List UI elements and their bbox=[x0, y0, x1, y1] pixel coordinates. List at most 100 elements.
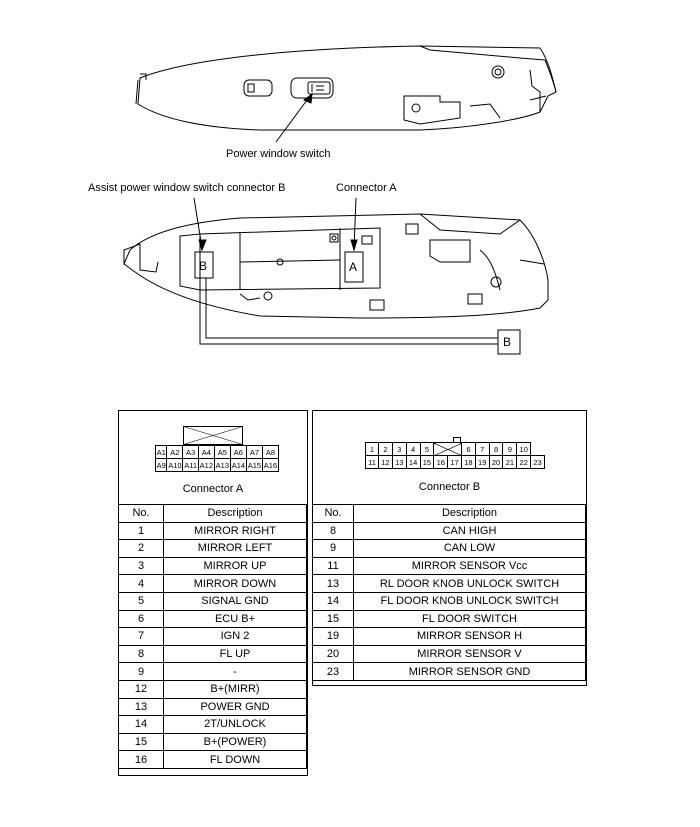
column-header-no: No. bbox=[312, 504, 354, 523]
pin-number: 9 bbox=[312, 539, 354, 558]
pin-description: MIRROR SENSOR V bbox=[353, 644, 586, 664]
pin-description: MIRROR LEFT bbox=[163, 539, 307, 558]
pin-number: 20 bbox=[312, 644, 354, 664]
pin-number: 16 bbox=[118, 750, 164, 769]
pin-description: POWER GND bbox=[163, 697, 307, 717]
pin-description: MIRROR SENSOR GND bbox=[353, 662, 586, 681]
connector-pin-cell: 9 bbox=[502, 442, 518, 456]
pin-number: 4 bbox=[118, 574, 164, 593]
connector-a-latch bbox=[183, 426, 243, 445]
connector-pin-cell: 22 bbox=[516, 455, 532, 469]
connector-pin-cell: 6 bbox=[460, 442, 476, 456]
connector-pin-cell: A10 bbox=[166, 458, 184, 472]
harness-wire-inner bbox=[205, 278, 498, 339]
connector-pin-cell: 12 bbox=[378, 455, 393, 469]
pin-description: FL DOWN bbox=[163, 750, 307, 769]
pin-description: CAN HIGH bbox=[353, 521, 586, 541]
pin-number: 8 bbox=[118, 644, 164, 664]
connector-pin-cell: A12 bbox=[197, 458, 215, 472]
pin-description: RL DOOR KNOB UNLOCK SWITCH bbox=[353, 574, 586, 593]
pin-number: 1 bbox=[118, 521, 164, 541]
pin-description: - bbox=[163, 662, 307, 681]
connector-pin-cell: A9 bbox=[154, 458, 168, 472]
connector-pin-cell: A13 bbox=[213, 458, 231, 472]
connector-b-plug-letter: B bbox=[503, 335, 512, 349]
connector-pin-cell: 8 bbox=[488, 442, 504, 456]
connector-b-caption: Connector B bbox=[418, 481, 481, 493]
pin-number: 5 bbox=[118, 591, 164, 611]
pin-description: FL UP bbox=[163, 644, 307, 664]
column-header-no: No. bbox=[118, 504, 164, 523]
door-trim-bottom-view bbox=[123, 213, 549, 319]
connector-pin-cell: A5 bbox=[213, 445, 231, 459]
pin-number: 6 bbox=[118, 609, 164, 629]
connector-pin-cell: A7 bbox=[245, 445, 263, 459]
connector-pin-cell: 2 bbox=[378, 442, 393, 456]
table-row: 9- bbox=[118, 662, 307, 681]
pin-description: MIRROR SENSOR H bbox=[353, 627, 586, 646]
connector-pin-cell: 20 bbox=[488, 455, 504, 469]
connector-pin-cell: A16 bbox=[261, 458, 280, 472]
connector-pin-cell: 21 bbox=[502, 455, 518, 469]
pin-number: 9 bbox=[118, 662, 164, 681]
connector-pin-cell: 19 bbox=[474, 455, 490, 469]
connector-pin-cell: A6 bbox=[229, 445, 247, 459]
connector-b-arrowhead bbox=[198, 239, 207, 252]
pin-description: B+(MIRR) bbox=[163, 679, 307, 699]
power-switch-arrowhead bbox=[303, 92, 313, 104]
connector-pin-cell: A4 bbox=[197, 445, 215, 459]
pin-description: MIRROR SENSOR Vcc bbox=[353, 556, 586, 576]
pin-description: 2T/UNLOCK bbox=[163, 715, 307, 734]
pin-number: 7 bbox=[118, 627, 164, 646]
connector-pin-cell: 23 bbox=[530, 455, 545, 469]
pin-description: FL DOOR SWITCH bbox=[353, 609, 586, 629]
connector-b-on-trim bbox=[194, 251, 214, 279]
connector-pin-cell: 5 bbox=[419, 442, 435, 456]
connector-pin-cell: 14 bbox=[405, 455, 421, 469]
connector-a-arrowhead bbox=[350, 239, 358, 252]
connector-pin-cell: 3 bbox=[391, 442, 407, 456]
pin-description: MIRROR RIGHT bbox=[163, 521, 307, 541]
connector-b-plug bbox=[497, 329, 521, 355]
connector-pin-cell: A3 bbox=[182, 445, 199, 459]
pin-description: MIRROR DOWN bbox=[163, 574, 307, 593]
pin-number: 15 bbox=[312, 609, 354, 629]
pin-number: 19 bbox=[312, 627, 354, 646]
connector-pin-cell: A8 bbox=[261, 445, 280, 459]
connector-pin-cell: 15 bbox=[419, 455, 435, 469]
connector-pin-cell: 13 bbox=[391, 455, 407, 469]
column-header-description: Description bbox=[353, 504, 586, 523]
pin-description: MIRROR UP bbox=[163, 556, 307, 576]
connector-pin-cell: 16 bbox=[433, 455, 449, 469]
pin-description: B+(POWER) bbox=[163, 732, 307, 752]
connector-a-caption: Connector A bbox=[182, 483, 244, 495]
connector-pin-cell: A15 bbox=[245, 458, 263, 472]
connector-a-letter: A bbox=[349, 260, 358, 274]
connector-pin-cell: A14 bbox=[229, 458, 247, 472]
connector-pin-cell: 10 bbox=[516, 442, 532, 456]
column-header-description: Description bbox=[163, 504, 307, 523]
power-window-switch-label: Power window switch bbox=[226, 148, 331, 160]
connector-hatched-cell bbox=[433, 442, 462, 456]
door-trim-top-view bbox=[135, 45, 557, 131]
connector-pin-cell: 17 bbox=[447, 455, 462, 469]
